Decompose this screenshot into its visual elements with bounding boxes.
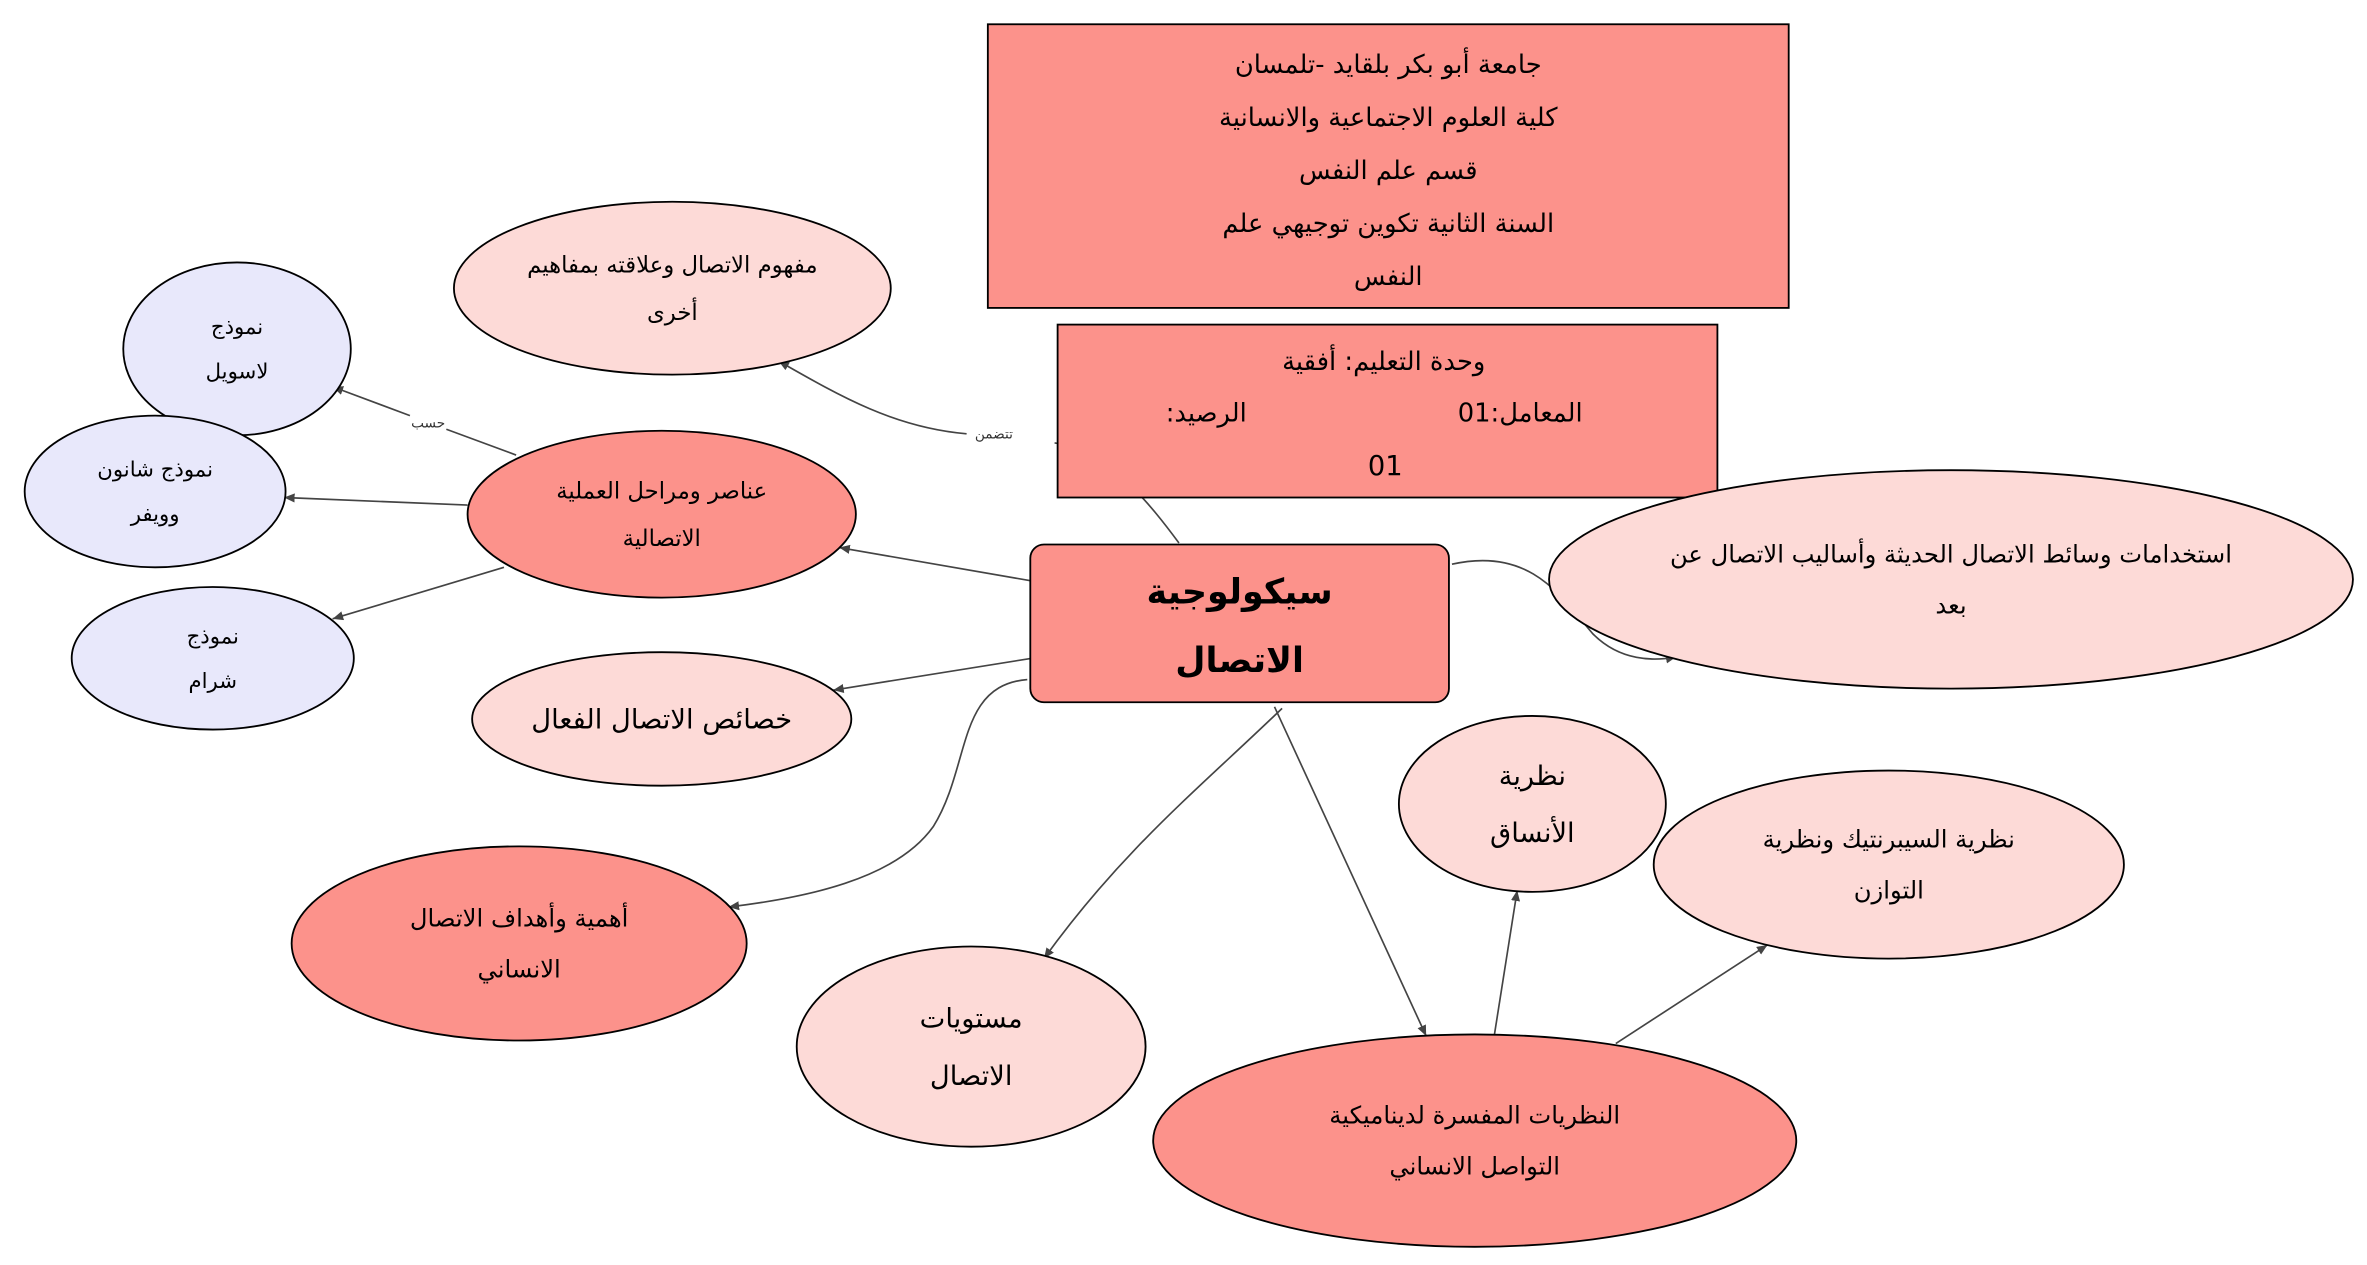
node-shape xyxy=(23,414,287,569)
node-label: وويفر xyxy=(130,502,180,527)
unit-box: وحدة التعليم: أفقية المعامل:01 الرصيد: 0… xyxy=(1056,323,1719,499)
node-systems[interactable]: نظرية الأنساق xyxy=(1397,715,1667,893)
node-label: بعد xyxy=(1935,590,1966,619)
node-lasswell[interactable]: نموذج لاسويل xyxy=(122,261,352,437)
edge-center-theories xyxy=(1273,706,1427,1037)
unit-credit-label: الرصيد: xyxy=(1166,399,1247,429)
header-line: السنة الثانية تكوين توجيهي علم xyxy=(1222,209,1554,239)
node-shape xyxy=(290,845,748,1042)
node-label: نموذج xyxy=(187,624,239,649)
header-line: قسم علم النفس xyxy=(1299,156,1478,186)
node-shape xyxy=(466,429,857,599)
node-shape xyxy=(471,651,853,787)
node-label: الأنساق xyxy=(1490,815,1575,849)
node-shannon[interactable]: نموذج شانون وويفر xyxy=(23,414,287,569)
header-line: النفس xyxy=(1354,262,1423,292)
node-shape xyxy=(122,261,352,437)
node-shape xyxy=(70,586,355,731)
node-label: أخرى xyxy=(647,297,698,326)
edge-elements-schramm xyxy=(332,566,505,621)
header-line: كلية العلوم الاجتماعية والانسانية xyxy=(1219,103,1558,133)
edge-center-importance xyxy=(728,678,1028,911)
node-shape xyxy=(453,200,892,376)
edge-center-levels xyxy=(1043,707,1283,960)
node-shape xyxy=(795,945,1147,1148)
edge-theories-systems xyxy=(1493,890,1521,1035)
header-box: جامعة أبو بكر بلقايد -تلمسان كلية العلوم… xyxy=(986,23,1790,309)
edge-center-features xyxy=(832,657,1032,693)
edge-elements-lasswell xyxy=(333,387,517,456)
node-importance[interactable]: أهمية وأهداف الاتصال الانساني xyxy=(290,845,748,1042)
node-label: نموذج شانون xyxy=(97,458,213,483)
edge-label-includes: تتضمن xyxy=(975,426,1013,442)
node-label: استخدامات وسائط الاتصال الحديثة وأساليب … xyxy=(1670,538,2232,568)
center-label: سيكولوجية xyxy=(1147,573,1333,613)
node-cybernetics[interactable]: نظرية السيبرنتيك ونظرية التوازن xyxy=(1652,769,2125,960)
node-theories[interactable]: النظريات المفسرة لديناميكية التواصل الانس… xyxy=(1152,1033,1798,1248)
header-line: جامعة أبو بكر بلقايد -تلمسان xyxy=(1235,46,1542,80)
center-node[interactable]: سيكولوجية الاتصال xyxy=(1029,543,1450,704)
node-schramm[interactable]: نموذج شرام xyxy=(70,586,355,731)
edge-theories-cybernetics xyxy=(1615,944,1768,1045)
node-concept[interactable]: مفهوم الاتصال وعلاقته بمفاهيم أخرى xyxy=(453,200,892,376)
unit-coefficient: المعامل:01 xyxy=(1458,399,1583,429)
node-label: الاتصالية xyxy=(623,526,701,552)
node-features[interactable]: خصائص الاتصال الفعال xyxy=(471,651,853,787)
node-label: نموذج xyxy=(211,315,263,340)
node-label: خصائص الاتصال الفعال xyxy=(531,705,792,736)
node-label: الانساني xyxy=(477,954,560,983)
node-label: مفهوم الاتصال وعلاقته بمفاهيم xyxy=(527,252,818,278)
node-media[interactable]: استخدامات وسائط الاتصال الحديثة وأساليب … xyxy=(1548,469,2354,690)
edge-label-according: حسب xyxy=(411,416,445,432)
node-label: لاسويل xyxy=(206,360,269,385)
node-label: النظريات المفسرة لديناميكية xyxy=(1329,1101,1620,1130)
node-label: نظرية xyxy=(1499,761,1566,792)
node-elements[interactable]: عناصر ومراحل العملية الاتصالية xyxy=(466,429,857,599)
unit-title: وحدة التعليم: أفقية xyxy=(1282,343,1485,377)
node-label: نظرية السيبرنتيك ونظرية xyxy=(1763,825,2015,854)
node-shape xyxy=(1652,769,2125,960)
center-label: الاتصال xyxy=(1175,641,1304,681)
node-shape xyxy=(1152,1033,1798,1248)
node-shape xyxy=(1397,715,1667,893)
node-label: التوازن xyxy=(1854,876,1924,905)
node-shape xyxy=(1548,469,2354,690)
node-levels[interactable]: مستويات الاتصال xyxy=(795,945,1147,1148)
edge-elements-shannon xyxy=(284,493,468,506)
node-label: شرام xyxy=(188,669,237,694)
unit-credit-value: 01 xyxy=(1368,451,1403,482)
node-label: مستويات xyxy=(920,1003,1023,1034)
edge-center-elements xyxy=(839,544,1032,582)
node-label: عناصر ومراحل العملية xyxy=(556,478,767,504)
node-label: الاتصال xyxy=(930,1061,1013,1092)
node-label: أهمية وأهداف الاتصال xyxy=(410,902,628,932)
node-label: التواصل الانساني xyxy=(1389,1152,1560,1181)
